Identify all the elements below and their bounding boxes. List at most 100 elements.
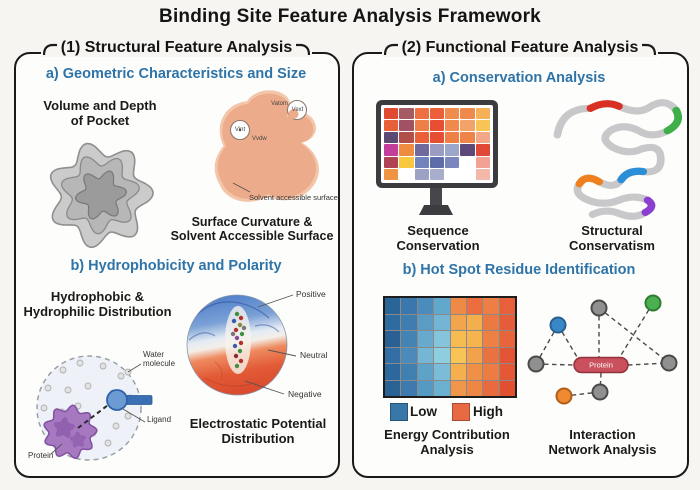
grid-cell bbox=[483, 347, 499, 363]
figure-title: Binding Site Feature Analysis Framework bbox=[159, 6, 541, 27]
grid-cell bbox=[401, 364, 417, 380]
grid-cell bbox=[429, 156, 445, 168]
negative-label: Negative bbox=[288, 389, 322, 399]
monitor-base bbox=[419, 205, 453, 215]
grid-cell bbox=[475, 120, 490, 132]
grid-cell bbox=[460, 132, 475, 144]
probe-atom-label: Vatom bbox=[271, 101, 288, 107]
conserved-segment-blue bbox=[617, 167, 648, 184]
grid-cell bbox=[466, 380, 483, 396]
conserved-segment-red bbox=[586, 100, 623, 112]
ligand-circle bbox=[106, 389, 128, 411]
interaction-dashed-line bbox=[77, 404, 109, 429]
grid-cell bbox=[417, 331, 434, 347]
grid-cell bbox=[445, 144, 460, 156]
residue-orange bbox=[555, 387, 573, 405]
structural-conservatism-label: Structural Conservatism bbox=[569, 223, 655, 253]
hydro-dist-label: Hydrophobic & Hydrophilic Distribution bbox=[23, 289, 172, 319]
grid-cell bbox=[414, 144, 429, 156]
network-edge bbox=[617, 302, 654, 361]
grid-cell bbox=[499, 314, 515, 330]
grid-cell bbox=[434, 298, 450, 314]
grid-cell bbox=[499, 347, 515, 363]
energy-grid bbox=[383, 296, 517, 398]
positive-label: Positive bbox=[296, 289, 326, 299]
protein-label: Protein bbox=[28, 451, 54, 460]
grid-cell bbox=[417, 364, 434, 380]
grid-cell bbox=[414, 132, 429, 144]
grid-cell bbox=[499, 364, 515, 380]
network-edge bbox=[599, 372, 602, 393]
neutral-label: Neutral bbox=[300, 350, 328, 360]
grid-cell bbox=[385, 347, 401, 363]
grid-cell bbox=[450, 364, 466, 380]
conservation-heading: a) Conservation Analysis bbox=[432, 70, 606, 86]
backbone-squiggle-graphic bbox=[553, 99, 682, 220]
grid-cell bbox=[460, 108, 475, 120]
solvent-surface-graphic bbox=[214, 90, 319, 202]
grid-cell bbox=[429, 168, 445, 180]
grid-cell bbox=[385, 364, 401, 380]
pocket-blob-graphic bbox=[49, 142, 154, 249]
network-edge bbox=[535, 363, 575, 366]
grid-cell bbox=[450, 314, 466, 330]
conserved-segment-purple bbox=[641, 196, 656, 216]
grid-cell bbox=[385, 298, 401, 314]
grid-cell bbox=[445, 132, 460, 144]
geometric-heading: a) Geometric Characteristics and Size bbox=[45, 66, 307, 82]
ligand-label: Ligand bbox=[147, 415, 172, 424]
water-molecule-label: Water molecule bbox=[143, 350, 176, 368]
probe-vdw-label: Vvdw bbox=[252, 136, 267, 142]
grid-cell bbox=[460, 144, 475, 156]
grid-cell bbox=[475, 132, 490, 144]
grid-cell bbox=[475, 144, 490, 156]
grid-cell bbox=[483, 380, 499, 396]
grid-cell bbox=[434, 331, 450, 347]
grid-cell bbox=[384, 156, 399, 168]
grid-cell bbox=[499, 331, 515, 347]
grid-cell bbox=[466, 298, 483, 314]
grid-cell bbox=[399, 120, 414, 132]
grid-cell bbox=[450, 380, 466, 396]
grid-cell bbox=[399, 132, 414, 144]
header-hook-left-icon bbox=[42, 40, 57, 56]
grid-cell bbox=[450, 298, 466, 314]
network-analysis-label: Interaction Network Analysis bbox=[548, 427, 657, 457]
grid-cell bbox=[466, 331, 483, 347]
probe-int-label: Vint bbox=[234, 127, 246, 133]
grid-cell bbox=[417, 314, 434, 330]
legend-low-label: Low bbox=[410, 404, 437, 419]
grid-cell bbox=[429, 132, 445, 144]
grid-cell bbox=[450, 331, 466, 347]
grid-cell bbox=[445, 120, 460, 132]
grid-cell bbox=[434, 380, 450, 396]
header-hook-left-icon bbox=[383, 40, 398, 56]
grid-cell bbox=[414, 168, 429, 180]
grid-cell bbox=[429, 108, 445, 120]
grid-cell bbox=[401, 298, 417, 314]
grid-cell bbox=[384, 144, 399, 156]
grid-cell bbox=[385, 331, 401, 347]
sequence-conservation-label: Sequence Conservation bbox=[396, 223, 480, 253]
grid-cell bbox=[483, 331, 499, 347]
grid-cell bbox=[499, 380, 515, 396]
surface-label: Surface Curvature & Solvent Accessible S… bbox=[170, 215, 334, 244]
grid-cell bbox=[417, 347, 434, 363]
structural-panel-title: (1) Structural Feature Analysis bbox=[56, 39, 297, 57]
grid-cell bbox=[384, 120, 399, 132]
legend-high-swatch bbox=[452, 403, 470, 421]
grid-cell bbox=[417, 380, 434, 396]
conserved-segment-orange bbox=[575, 174, 604, 188]
functional-panel-title: (2) Functional Feature Analysis bbox=[397, 39, 643, 57]
structural-panel-header: (1) Structural Feature Analysis bbox=[14, 37, 339, 59]
sas-annotation: Solvent accessible surface bbox=[249, 193, 338, 202]
grid-cell bbox=[445, 156, 460, 168]
grid-cell bbox=[466, 347, 483, 363]
grid-cell bbox=[429, 120, 445, 132]
network-edge bbox=[598, 307, 670, 364]
grid-cell bbox=[401, 314, 417, 330]
grid-cell bbox=[460, 120, 475, 132]
residue-gray-right bbox=[660, 354, 678, 372]
grid-cell bbox=[417, 298, 434, 314]
